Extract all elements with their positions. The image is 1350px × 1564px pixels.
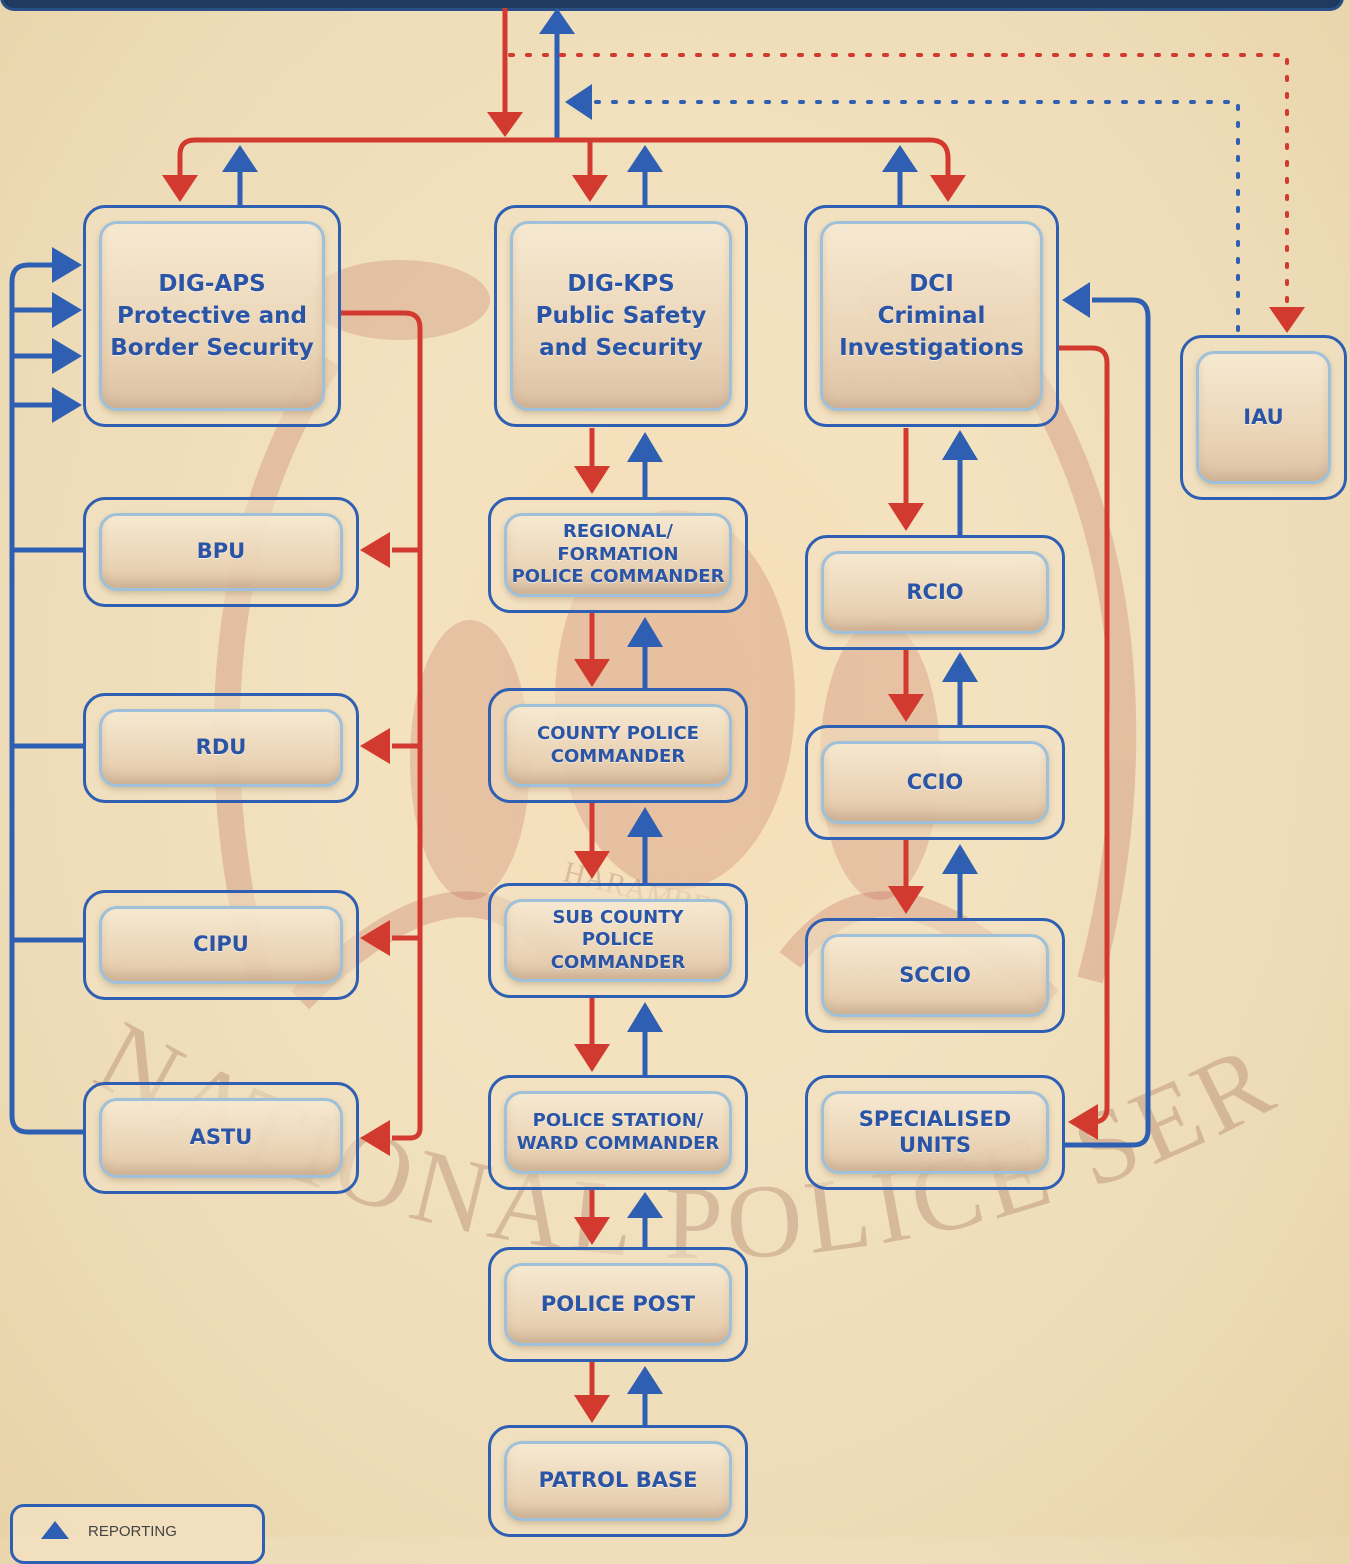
node-patrol-base-label: PATROL BASE <box>538 1468 698 1493</box>
node-astu: ASTU <box>83 1082 359 1194</box>
node-dci: DCI Criminal Investigations <box>804 205 1059 427</box>
node-sub-county-commander-label: SUB COUNTY POLICE COMMANDER <box>550 906 686 973</box>
node-station-commander-label: POLICE STATION/ WARD COMMANDER <box>516 1110 720 1154</box>
node-cipu-label: CIPU <box>193 932 249 957</box>
reporting-legend-icon <box>41 1521 69 1539</box>
node-dig-aps-label: DIG-APS Protective and Border Security <box>110 270 314 362</box>
node-patrol-base: PATROL BASE <box>488 1425 748 1537</box>
node-county-commander-label: COUNTY POLICE COMMANDER <box>537 723 699 767</box>
node-rcio-label: RCIO <box>906 579 964 604</box>
node-police-post-label: POLICE POST <box>540 1291 696 1316</box>
node-station-commander: POLICE STATION/ WARD COMMANDER <box>488 1075 748 1190</box>
node-rdu: RDU <box>83 693 359 803</box>
node-cipu: CIPU <box>83 890 359 1000</box>
node-county-commander: COUNTY POLICE COMMANDER <box>488 688 748 803</box>
node-iau: IAU <box>1180 335 1347 500</box>
node-regional-commander-label: REGIONAL/ FORMATION POLICE COMMANDER <box>511 521 725 588</box>
node-rdu-label: RDU <box>195 735 247 760</box>
node-bpu-label: BPU <box>196 539 246 564</box>
reporting-arrowheads <box>52 8 1090 1394</box>
aps-command-bus <box>340 310 423 1141</box>
node-dig-kps-label: DIG-KPS Public Safety and Security <box>535 270 707 362</box>
specialised-dci-report <box>1065 297 1151 1148</box>
node-ccio: CCIO <box>805 725 1065 840</box>
legend: REPORTING <box>10 1504 265 1564</box>
node-specialised-units: SPECIALISED UNITS <box>805 1075 1065 1190</box>
legend-reporting-label: REPORTING <box>88 1523 177 1540</box>
command-arrowheads <box>162 112 1305 1423</box>
node-astu-label: ASTU <box>189 1125 253 1150</box>
iau-command-dotted <box>508 53 1289 314</box>
node-dig-aps: DIG-APS Protective and Border Security <box>83 205 341 427</box>
node-bpu: BPU <box>83 497 359 607</box>
node-police-post: POLICE POST <box>488 1247 748 1362</box>
node-regional-commander: REGIONAL/ FORMATION POLICE COMMANDER <box>488 497 748 613</box>
node-dig-kps: DIG-KPS Public Safety and Security <box>494 205 748 427</box>
dci-specialised-command <box>1058 345 1110 1125</box>
node-iau-label: IAU <box>1243 404 1284 429</box>
node-sccio: SCCIO <box>805 918 1065 1033</box>
branch-command-line <box>177 137 951 178</box>
node-specialised-units-label: SPECIALISED UNITS <box>858 1107 1012 1157</box>
aps-report-bus <box>9 262 85 1135</box>
node-sccio-label: SCCIO <box>899 962 971 987</box>
node-dci-label: DCI Criminal Investigations <box>839 270 1024 362</box>
node-sub-county-commander: SUB COUNTY POLICE COMMANDER <box>488 883 748 998</box>
node-rcio: RCIO <box>805 535 1065 650</box>
node-ccio-label: CCIO <box>906 769 964 794</box>
